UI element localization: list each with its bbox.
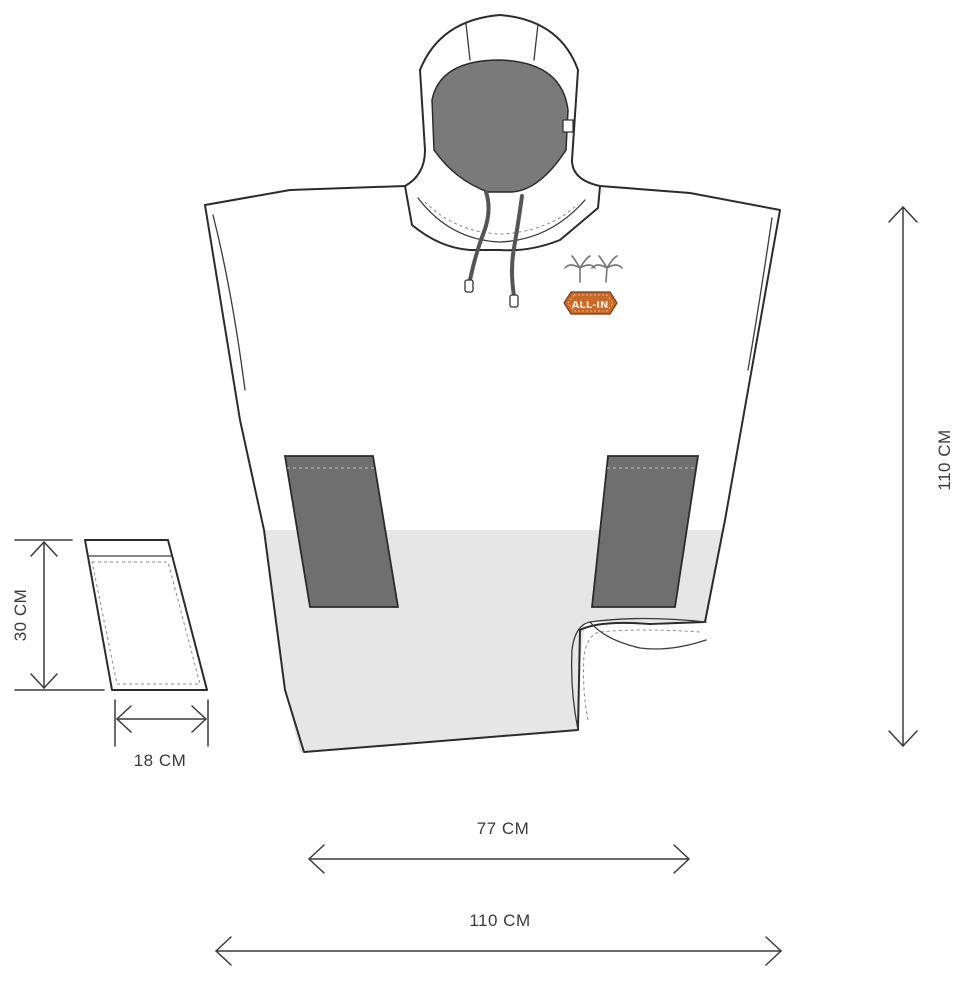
palm-trees-icon xyxy=(564,255,623,283)
dimension-inner-width-arrow xyxy=(308,844,690,874)
left-sleeve-seam xyxy=(212,214,246,391)
garment-length-label: 110 CM xyxy=(935,429,954,490)
dimension-full-width-arrow xyxy=(215,936,782,966)
garment-full-width-label: 110 CM xyxy=(469,911,530,930)
folded-corner-edge xyxy=(589,621,707,650)
badge-text: ALL-IN xyxy=(572,300,609,311)
pocket-detail-stitch xyxy=(91,561,201,685)
right-sleeve-seam xyxy=(747,217,773,371)
drawstring-left xyxy=(468,190,491,282)
dimension-pocket-width-arrow xyxy=(114,699,209,747)
brand-badge: ALL-IN xyxy=(563,291,618,315)
hood-collar xyxy=(417,197,586,243)
dimension-height-arrow xyxy=(888,206,918,747)
pocket-right xyxy=(590,455,700,608)
dimension-pocket-height-arrow xyxy=(14,539,105,691)
pocket-left xyxy=(283,455,400,608)
pocket-height-label: 30 CM xyxy=(11,589,30,642)
drawstring-tip-right xyxy=(509,294,519,308)
hood-center-seam-2 xyxy=(533,23,539,61)
pocket-detail xyxy=(84,539,208,691)
folded-corner xyxy=(570,617,707,731)
drawstring-right xyxy=(510,194,524,298)
hood-lining xyxy=(431,59,569,193)
drawstring-tip-left xyxy=(464,279,474,293)
pocket-width-label: 18 CM xyxy=(134,751,187,770)
hood-center-seam xyxy=(465,23,471,61)
folded-corner-inner xyxy=(583,629,701,721)
hood-tab xyxy=(562,119,574,133)
hood-outline xyxy=(404,14,601,252)
garment-inner-width-label: 77 CM xyxy=(477,819,530,838)
hood-collar-stitch xyxy=(424,201,579,235)
